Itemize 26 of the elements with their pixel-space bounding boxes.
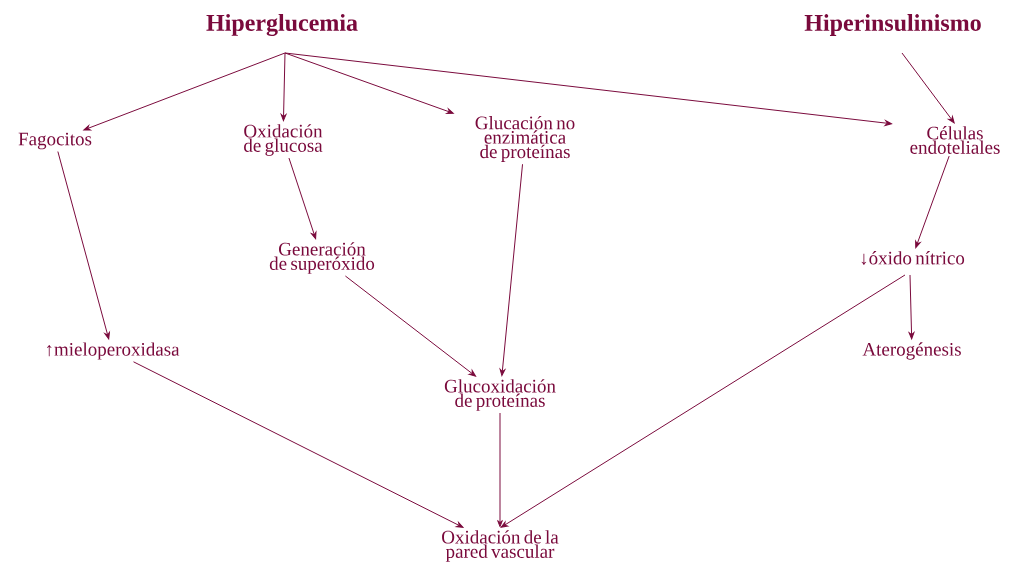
node-label: Glucación no enzimática de proteínas: [475, 116, 575, 162]
heading: Hiperinsulinismo: [804, 14, 981, 36]
arrow: [901, 52, 955, 124]
arrow: [344, 275, 476, 377]
node-label: Células endoteliales: [910, 126, 1000, 154]
arrow: [284, 52, 892, 126]
node-label: Oxidación de la pared vascular: [442, 530, 559, 562]
heading: Hiperglucemia: [206, 14, 358, 36]
arrow: [500, 274, 906, 528]
arrow: [915, 155, 950, 249]
arrow: [280, 52, 287, 122]
arrow: [908, 274, 915, 340]
node-label: Aterogénesis: [862, 342, 961, 360]
node-label: Generación de superóxido: [269, 242, 375, 274]
arrow: [499, 163, 524, 377]
arrow: [83, 52, 286, 131]
node-label: Fagocitos: [18, 132, 92, 150]
arrow: [288, 157, 317, 240]
node-label: ↓óxido nítrico: [861, 251, 965, 265]
node-label: Glucoxidación de proteínas: [444, 379, 556, 411]
arrow: [57, 151, 110, 340]
node-label: ↑mieloperoxidasa: [47, 342, 180, 360]
arrow: [133, 361, 464, 528]
arrow: [284, 52, 454, 114]
arrow: [497, 412, 503, 528]
node-label: Oxidación de glucosa: [244, 124, 323, 156]
